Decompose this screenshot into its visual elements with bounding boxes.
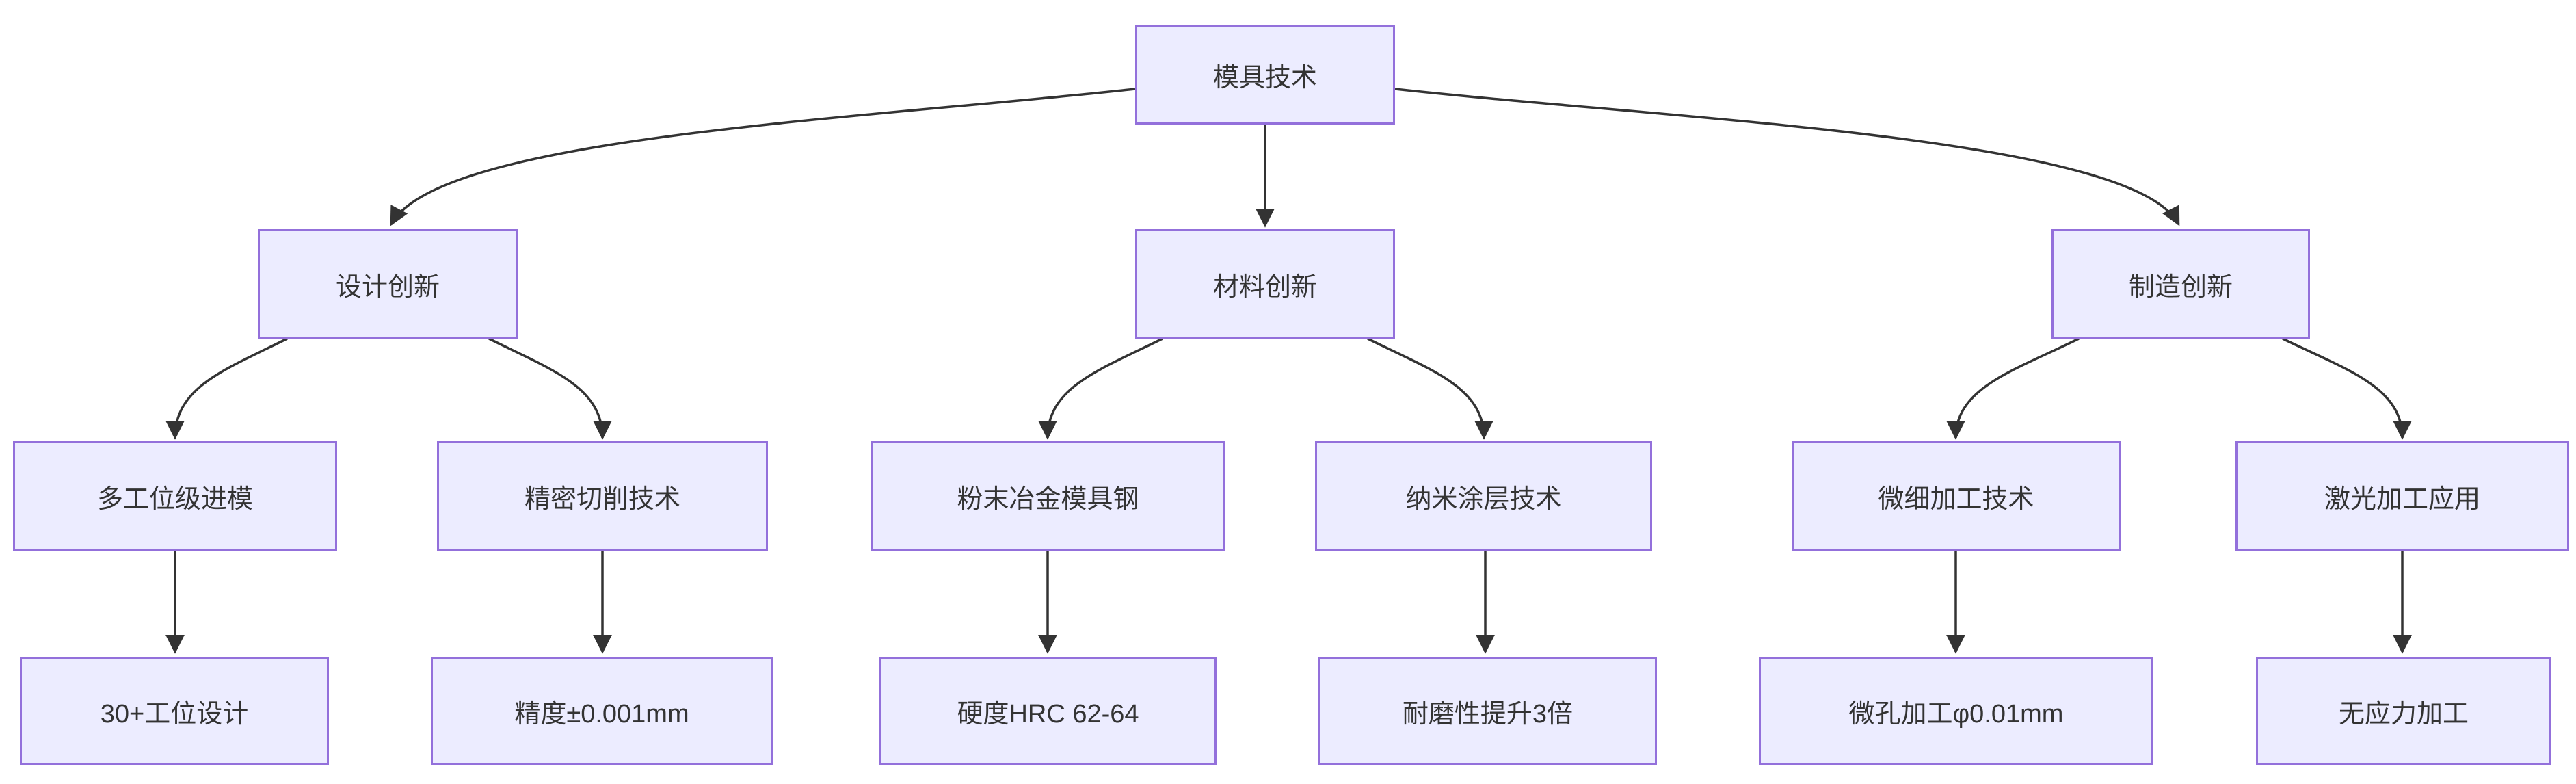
node-station-design: 30+工位设计 — [20, 657, 329, 765]
edge-root-manufacturing — [1394, 88, 2180, 226]
node-manufacturing: 制造创新 — [2051, 229, 2310, 339]
edge-manufacturing-micromachining — [1946, 337, 2080, 440]
edge-root-design — [390, 88, 1136, 226]
edge-manufacturing-lasermachining — [2282, 337, 2412, 440]
edge-design-precisioncutting — [488, 337, 612, 440]
node-label: 精密切削技术 — [524, 484, 680, 514]
node-label: 精度±0.001mm — [514, 699, 689, 729]
node-material: 材料创新 — [1135, 229, 1395, 339]
node-label: 纳米涂层技术 — [1405, 484, 1562, 514]
node-label: 模具技术 — [1212, 63, 1317, 92]
node-label: 无应力加工 — [2338, 699, 2469, 729]
node-stressfree-spec: 无应力加工 — [2256, 657, 2551, 765]
node-hardness-spec: 硬度HRC 62-64 — [879, 657, 1217, 765]
node-microhole-spec: 微孔加工φ0.01mm — [1759, 657, 2153, 765]
node-label: 粉末冶金模具钢 — [957, 484, 1139, 514]
node-label: 多工位级进模 — [96, 484, 253, 514]
node-precision-cutting: 精密切削技术 — [437, 441, 768, 551]
node-wear-spec: 耐磨性提升3倍 — [1318, 657, 1657, 765]
node-design: 设计创新 — [258, 229, 518, 339]
node-laser-machining: 激光加工应用 — [2235, 441, 2569, 551]
node-multi-station-die: 多工位级进模 — [13, 441, 337, 551]
node-label: 激光加工应用 — [2324, 484, 2480, 514]
node-label: 微孔加工φ0.01mm — [1848, 699, 2064, 729]
node-label: 微细加工技术 — [1878, 484, 2034, 514]
node-label: 设计创新 — [335, 272, 440, 302]
node-label: 耐磨性提升3倍 — [1402, 699, 1574, 729]
node-label: 材料创新 — [1212, 272, 1317, 302]
node-precision-spec: 精度±0.001mm — [431, 657, 773, 765]
node-label: 硬度HRC 62-64 — [957, 699, 1139, 729]
node-root: 模具技术 — [1135, 25, 1395, 125]
edge-material-nanocoating — [1367, 337, 1493, 440]
node-nano-coating: 纳米涂层技术 — [1315, 441, 1652, 551]
node-label: 30+工位设计 — [100, 699, 249, 729]
node-powder-mold-steel: 粉末冶金模具钢 — [871, 441, 1225, 551]
edge-design-multistation — [165, 337, 288, 440]
edge-material-powdersteel — [1038, 337, 1163, 440]
node-label: 制造创新 — [2128, 272, 2233, 302]
node-micro-machining: 微细加工技术 — [1792, 441, 2121, 551]
